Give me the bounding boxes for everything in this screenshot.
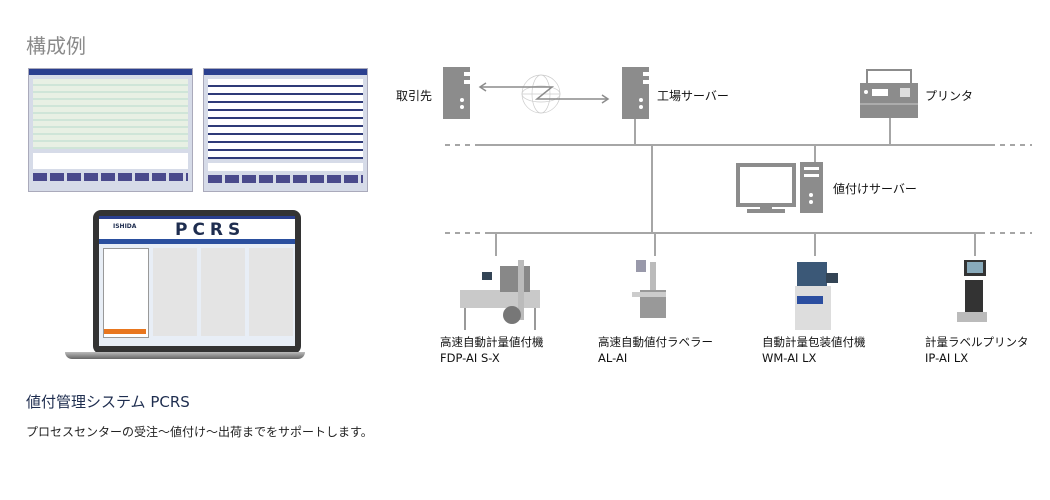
machine-al-image <box>632 260 666 318</box>
pcrs-logo: PCRS <box>175 220 246 240</box>
machine-label: 計量ラベルプリンタ IP-AI LX <box>925 334 1029 366</box>
machine-model: IP-AI LX <box>925 351 969 365</box>
server-icon <box>443 67 470 119</box>
machine-name: 自動計量包装値付機 <box>762 335 866 349</box>
screenshot-master-menu <box>28 68 193 192</box>
globe-icon <box>521 74 561 114</box>
factory-server-label: 工場サーバー <box>657 89 729 103</box>
machine-wm-image <box>795 262 838 330</box>
machine-label: 高速自動計量値付機 FDP-AI S-X <box>440 334 544 366</box>
page-title: 構成例 <box>26 34 86 58</box>
laptop-pcrs: ISHIDA PCRS <box>93 210 301 354</box>
screenshot-order-entry <box>203 68 368 192</box>
pricing-server-label: 値付けサーバー <box>833 182 917 196</box>
connection-arrow-icon <box>478 82 610 104</box>
server-icon <box>622 67 649 119</box>
printer-label: プリンタ <box>925 89 974 103</box>
printer-icon <box>860 69 918 118</box>
product-description: プロセスセンターの受注〜値付け〜出荷までをサポートします。 <box>26 425 373 439</box>
machine-label: 高速自動値付ラベラー AL-AI <box>598 334 713 366</box>
machine-model: WM-AI LX <box>762 351 817 365</box>
machine-ip-image <box>957 260 987 322</box>
desktop-computer-icon <box>736 162 823 213</box>
machine-name: 計量ラベルプリンタ <box>925 335 1029 349</box>
brand-logo: ISHIDA <box>113 223 137 230</box>
partner-label: 取引先 <box>396 89 433 103</box>
machine-name: 高速自動計量値付機 <box>440 335 544 349</box>
product-heading: 値付管理システム PCRS <box>26 393 190 411</box>
machine-model: FDP-AI S-X <box>440 351 500 365</box>
machine-fdp-image <box>460 260 540 330</box>
machine-name: 高速自動値付ラベラー <box>598 335 713 349</box>
laptop-base <box>65 352 305 359</box>
machine-label: 自動計量包装値付機 WM-AI LX <box>762 334 866 366</box>
machine-model: AL-AI <box>598 351 628 365</box>
